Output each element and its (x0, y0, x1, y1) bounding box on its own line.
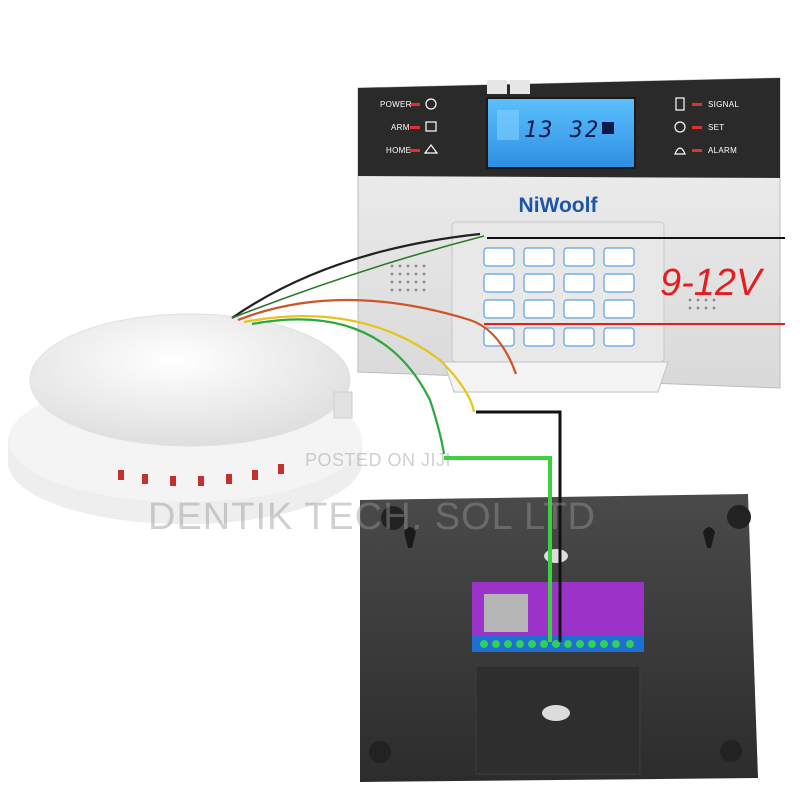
detector-connector (333, 391, 353, 419)
bell-icon (674, 147, 686, 155)
label-signal: SIGNAL (708, 100, 740, 109)
label-alarm: ALARM (708, 146, 738, 155)
speaker-grille-left (390, 264, 426, 292)
lcd-time: 13 32 (524, 118, 601, 143)
cover-screw-sticker (542, 705, 570, 721)
voltage-annotation: 9-12V (660, 262, 762, 304)
speaker-grille-right (688, 298, 716, 310)
label-power: POWER (380, 100, 412, 109)
wire-black-detector (231, 232, 481, 319)
alarm-panel (357, 77, 781, 393)
wire-green-detector (251, 318, 446, 455)
wire-orange (237, 298, 518, 375)
connection-line-black (476, 410, 562, 642)
mail-tab-icon (510, 80, 530, 94)
watermark-posted: POSTED ON JIJI (305, 450, 452, 470)
home-icon (423, 144, 439, 154)
keyhole-right (703, 527, 715, 548)
label-set: SET (708, 123, 725, 132)
signal-wires (231, 232, 518, 455)
phone-tab-icon (487, 80, 507, 94)
terminal-screws (480, 640, 634, 648)
sim-slot (484, 594, 528, 632)
keypad (483, 247, 635, 347)
wrench-icon (674, 121, 686, 133)
top-screw-sticker (544, 549, 568, 563)
keypad-flip-cover (443, 361, 669, 393)
label-home: HOME (386, 146, 412, 155)
detector-vents (118, 464, 284, 486)
brand-logo: NiWoolf (518, 194, 598, 217)
power-icon (425, 98, 437, 110)
watermark-company: DENTIK TECH. SOL LTD (148, 496, 596, 538)
smoke-detector (8, 313, 362, 524)
lock-icon (425, 121, 437, 132)
keyhole-left (404, 527, 416, 548)
connection-line-green (444, 456, 552, 642)
label-arm: ARM (391, 123, 410, 132)
wire-yellow (243, 314, 476, 413)
phone-icon (675, 97, 685, 111)
lcd-lock-icon (602, 122, 614, 134)
